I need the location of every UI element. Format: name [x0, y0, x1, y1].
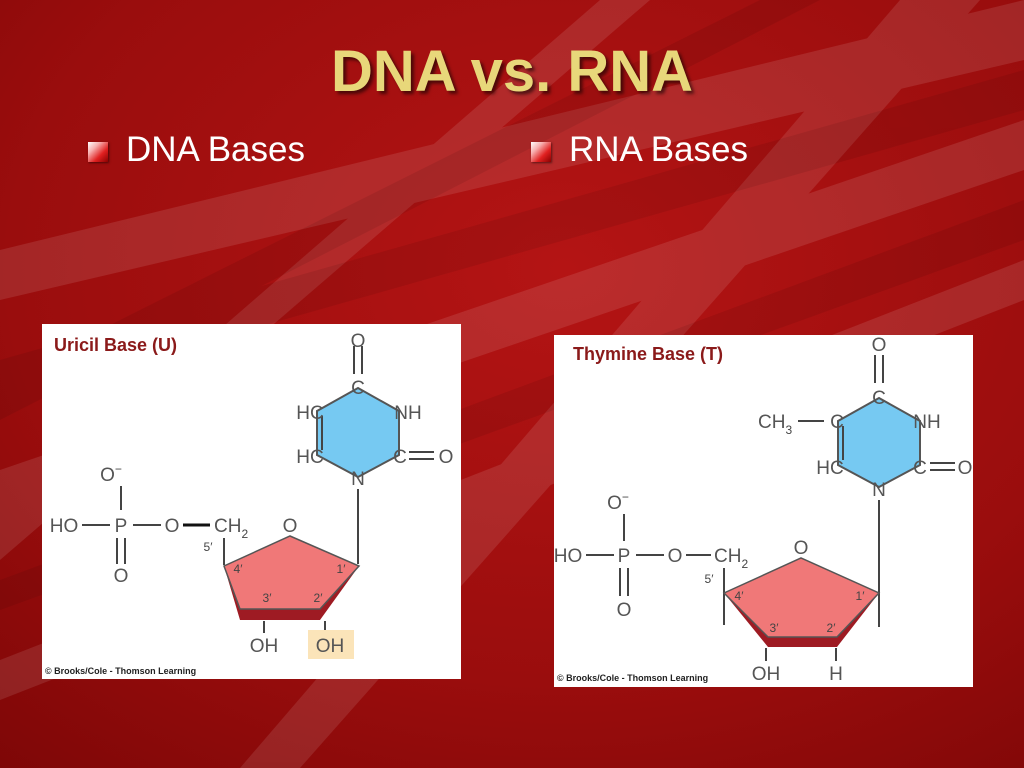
prime-1: 1′ — [856, 589, 866, 603]
ribose-sugar-ring — [223, 535, 361, 610]
prime-5: 5′ — [705, 572, 715, 586]
uracil-diagram-panel: Uricil Base (U) O C HC NH HC C O N O− HO… — [42, 324, 461, 679]
prime-2: 2′ — [314, 591, 324, 605]
atom-ch2: CH2 — [214, 516, 248, 541]
atom-sugar-o: O — [794, 538, 809, 559]
atom-hc: HC — [816, 458, 843, 479]
slide-title: DNA vs. RNA — [330, 39, 694, 104]
prime-5: 5′ — [204, 540, 214, 554]
oh-3prime: OH — [752, 664, 781, 685]
thymine-structure-diagram: Thymine Base (T) O C CH3 C NH HC C O N O… — [554, 335, 973, 685]
atom-c-top: C — [872, 388, 886, 409]
atom-ho: HO — [554, 546, 582, 567]
atom-c-left: C — [830, 412, 844, 433]
thymine-base-ring — [837, 396, 921, 489]
atom-p: P — [618, 546, 631, 567]
bullet-square-icon — [531, 142, 551, 162]
atom-c-right: C — [913, 458, 927, 479]
prime-4: 4′ — [234, 562, 244, 576]
bullet-text: DNA Bases — [126, 130, 305, 169]
atom-nh: NH — [913, 412, 940, 433]
thymine-diagram-panel: Thymine Base (T) O C CH3 C NH HC C O N O… — [554, 335, 973, 687]
atom-ch2: CH2 — [714, 546, 748, 571]
oh-2prime-highlighted: OH — [316, 636, 345, 657]
oh-highlight-box — [308, 630, 354, 659]
prime-3: 3′ — [770, 621, 780, 635]
atom-o-bottom: O — [617, 600, 632, 621]
atom-n: N — [872, 480, 886, 501]
deoxyribose-sugar-ring — [722, 557, 881, 638]
prime-3: 3′ — [263, 591, 273, 605]
bullet-dna-bases: DNA Bases — [88, 130, 305, 170]
uracil-caption: Uricil Base (U) — [54, 335, 177, 355]
atom-ch3: CH3 — [758, 412, 792, 437]
atom-hc-upper: HC — [296, 403, 323, 424]
atom-p: P — [115, 516, 128, 537]
h-2prime: H — [829, 664, 843, 685]
atom-o-minus: O− — [100, 462, 122, 486]
atom-nh: NH — [394, 403, 421, 424]
bullet-text: RNA Bases — [569, 130, 748, 169]
atom-sugar-o: O — [283, 516, 298, 537]
atom-o-top: O — [872, 335, 887, 356]
uracil-structure-diagram: Uricil Base (U) O C HC NH HC C O N O− HO… — [45, 331, 454, 676]
prime-4: 4′ — [735, 589, 745, 603]
atom-o-link: O — [668, 546, 683, 567]
copyright-text: © Brooks/Cole - Thomson Learning — [45, 666, 196, 676]
atom-hc-lower: HC — [296, 447, 323, 468]
prime-1: 1′ — [337, 562, 347, 576]
oh-3prime: OH — [250, 636, 279, 657]
atom-o-top: O — [351, 331, 366, 352]
atom-o-minus: O− — [607, 490, 629, 514]
atom-ho: HO — [50, 516, 79, 537]
atom-c-right: C — [393, 447, 407, 468]
atom-o-link: O — [165, 516, 180, 537]
atom-n: N — [351, 469, 365, 490]
atom-o-right: O — [958, 458, 973, 479]
copyright-text: © Brooks/Cole - Thomson Learning — [557, 673, 708, 683]
atom-o-bottom: O — [114, 566, 129, 587]
bullet-square-icon — [88, 142, 108, 162]
uracil-base-ring — [316, 386, 400, 479]
thymine-caption: Thymine Base (T) — [573, 344, 723, 364]
atom-o-right: O — [439, 447, 454, 468]
bullet-rna-bases: RNA Bases — [531, 130, 748, 170]
prime-2: 2′ — [827, 621, 837, 635]
atom-c-top: C — [351, 378, 365, 399]
